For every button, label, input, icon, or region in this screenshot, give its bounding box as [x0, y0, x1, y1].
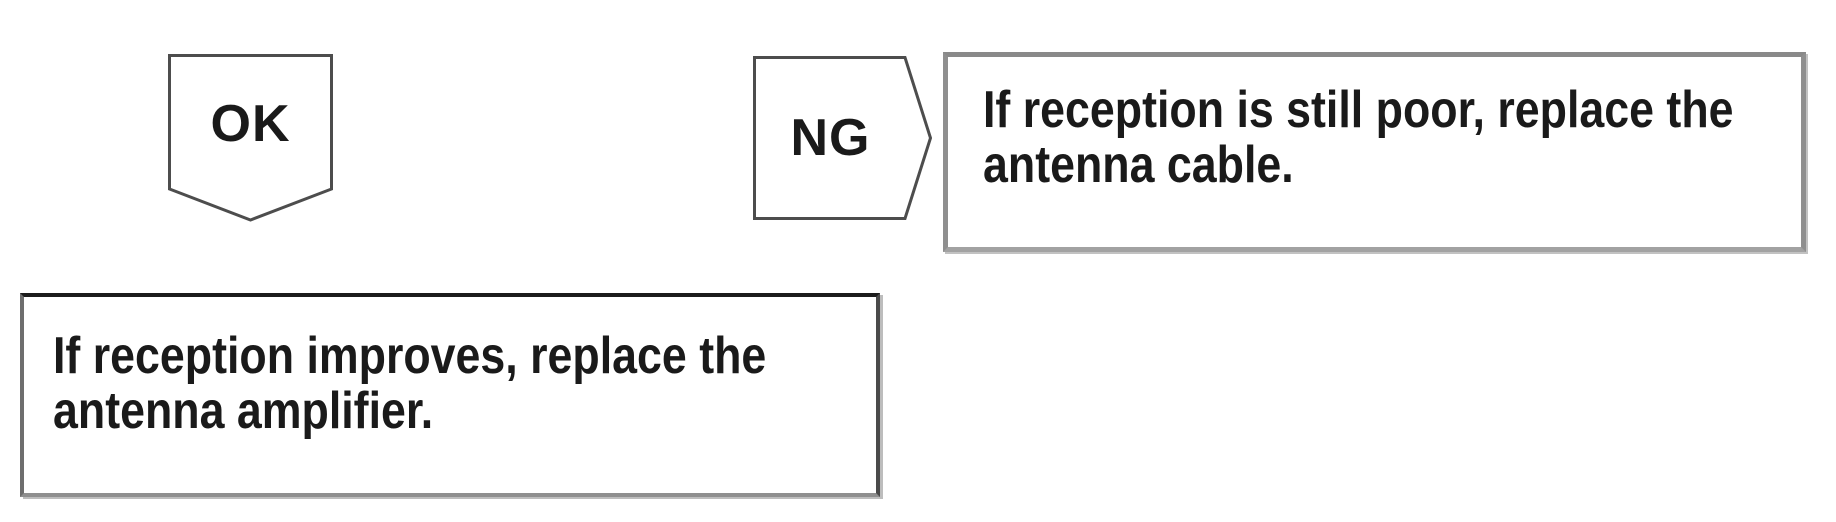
pentagon-down-icon [168, 54, 333, 222]
pentagon-right-icon [753, 56, 932, 220]
ok-instruction-text: If reception improves, replace the anten… [53, 327, 767, 440]
ok-branch-tag: OK [168, 54, 333, 222]
ok-instruction-box: If reception improves, replace the anten… [20, 293, 880, 497]
ng-instruction-box: If reception is still poor, replace the … [943, 52, 1806, 252]
ng-tag-label: NG [790, 109, 871, 167]
ok-tag-label: OK [210, 95, 291, 153]
ng-branch-tag: NG [753, 56, 932, 220]
ng-instruction-text: If reception is still poor, replace the … [983, 81, 1734, 194]
